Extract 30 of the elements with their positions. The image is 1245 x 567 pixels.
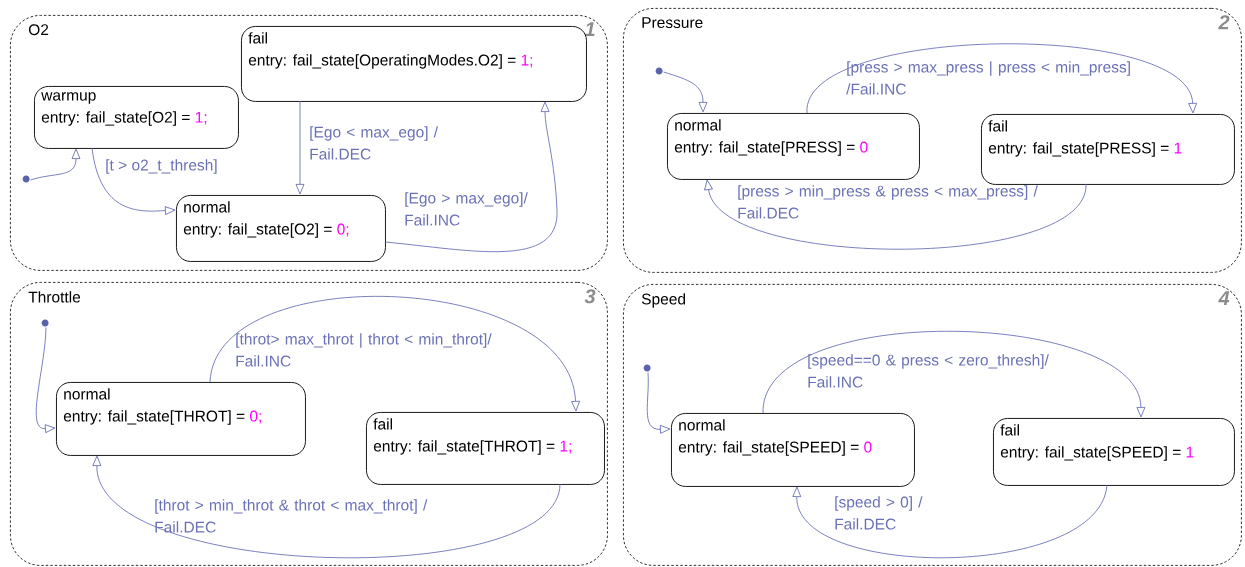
transition-arrow — [646, 372, 671, 434]
edge-label: [t > o2_t_thresh] — [106, 159, 217, 174]
state-box: normal entry: fail_state[PRESS] = 0 — [667, 113, 920, 180]
transition-arrow — [792, 484, 1108, 559]
transition-arrow — [30, 148, 81, 181]
state-box: fail entry: fail_state[PRESS] = 1 — [981, 114, 1235, 185]
state-box: fail entry: fail_state[THROT] = 1; — [366, 412, 605, 485]
transition-arrow — [92, 455, 561, 558]
transition-arrow — [35, 327, 56, 434]
transition-arrow — [91, 147, 176, 215]
state-box: warmup entry: fail_state[O2] = 1; — [34, 86, 239, 149]
state-box: normal entry: fail_state[THROT] = 0; — [56, 382, 306, 456]
edge-label: [press > min_press & press < max_press] / Fail.DEC — [738, 185, 1038, 219]
transition-arrow — [295, 100, 305, 195]
transition-arrow — [762, 330, 1146, 418]
edge-label: [speed > 0] / Fail.DEC — [835, 496, 923, 530]
edge-label: [throt > min_throt & throt < max_throt] / Fail.DEC — [155, 499, 428, 533]
transition-arrow — [806, 43, 1198, 114]
state-box: normal entry: fail_state[O2] = 0; — [176, 195, 386, 262]
edge-label: [speed==0 & press < zero_thresh]/ Fail.INC — [808, 354, 1049, 388]
state-box: fail entry: fail_state[SPEED] = 1 — [993, 418, 1235, 486]
edge-label: [throt> max_throt | throt < min_throt]/ Fail.INC — [236, 333, 492, 367]
edge-label: [press > max_press | press < min_press] /Fail.INC — [846, 61, 1130, 95]
transition-arrow — [209, 296, 580, 412]
state-box: normal entry: fail_state[SPEED] = 0 — [671, 413, 915, 487]
edge-label: [Ego > max_ego]/ Fail.INC — [405, 192, 528, 226]
transition-arrow — [384, 101, 558, 252]
transition-arrow — [663, 71, 708, 113]
transition-arrow — [704, 179, 1087, 250]
edge-label: [Ego < max_ego] / Fail.DEC — [310, 126, 438, 160]
